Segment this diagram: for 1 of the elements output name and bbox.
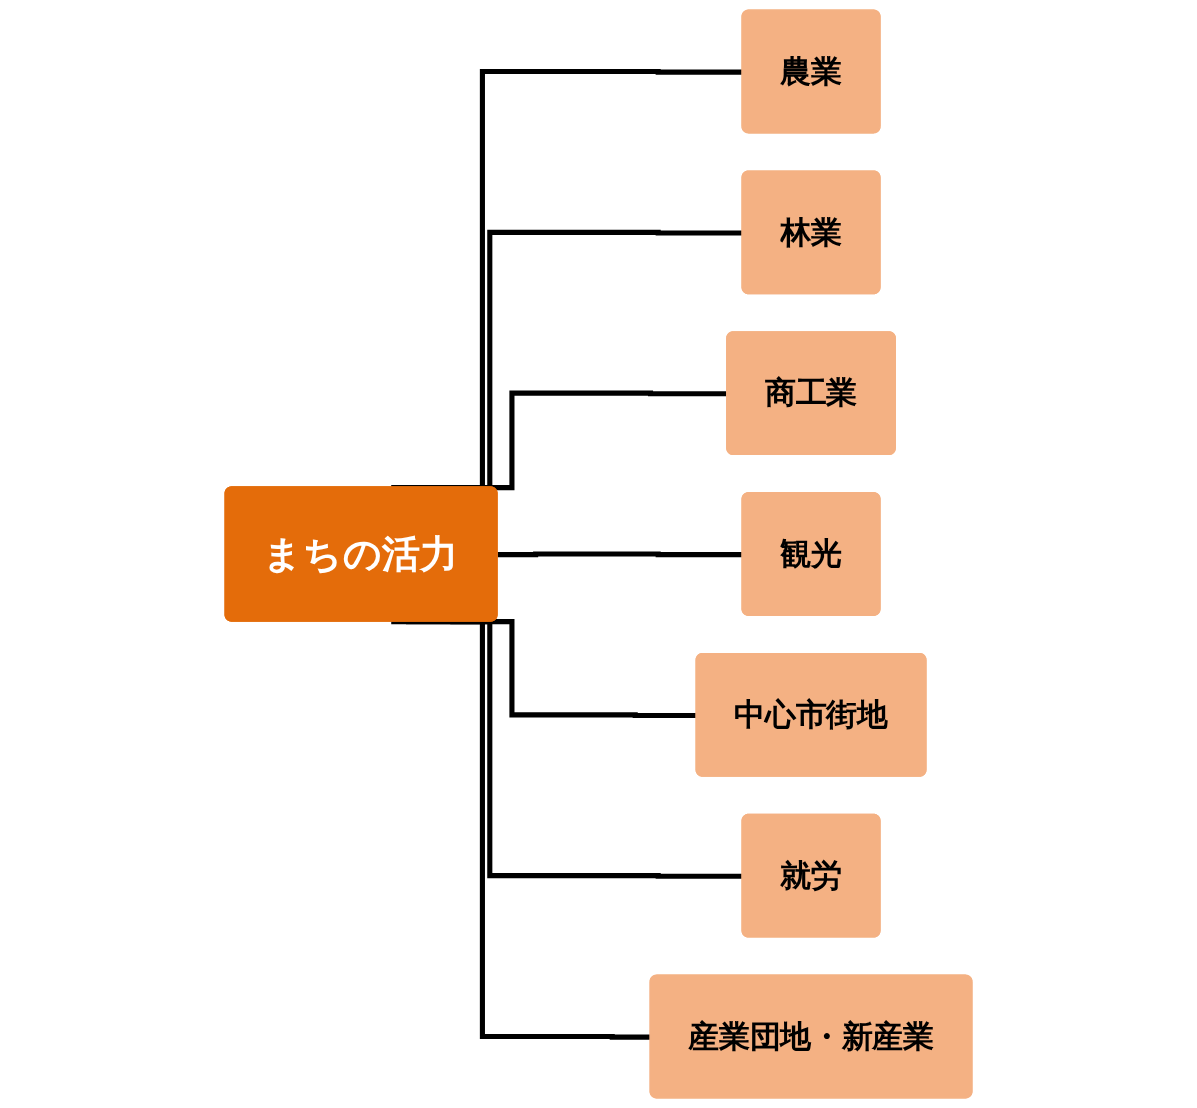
connector [497,551,743,558]
